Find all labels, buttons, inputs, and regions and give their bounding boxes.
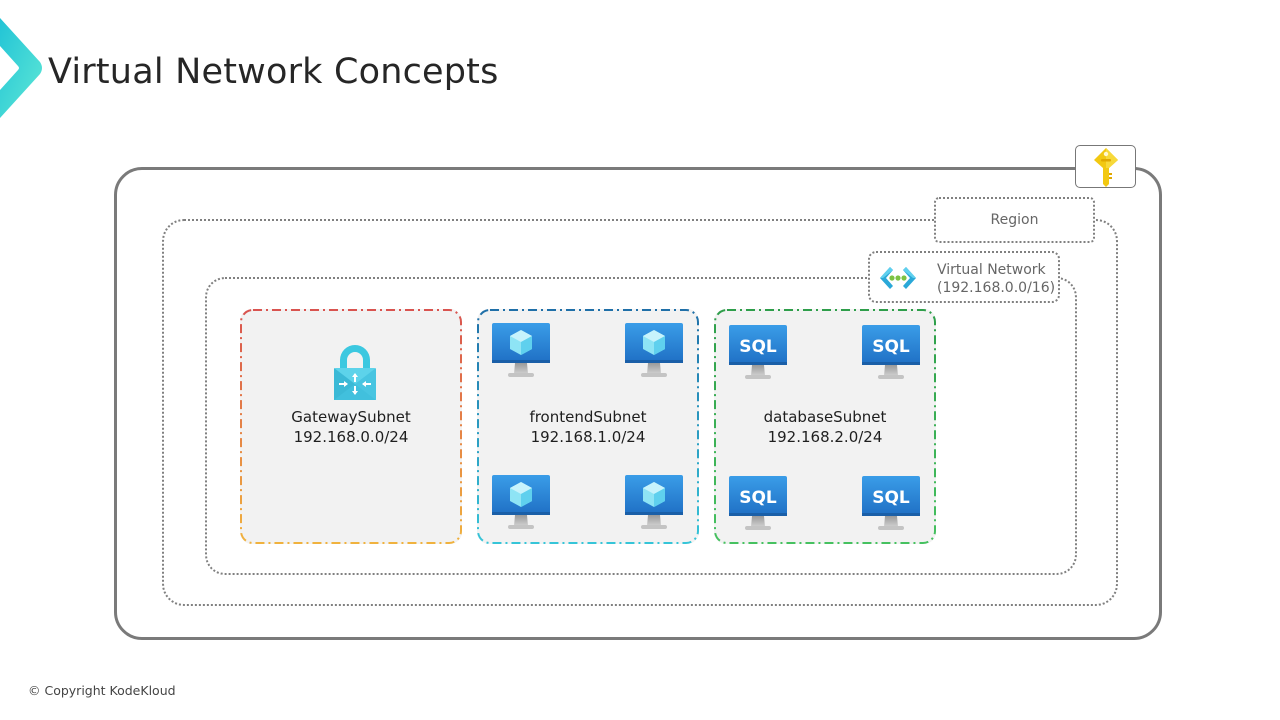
virtual-network-container <box>205 277 1077 575</box>
cube-icon <box>643 330 665 355</box>
subnet-database: SQL SQL SQL SQL databaseSubnet 192.168.2… <box>714 309 936 544</box>
subnet-border <box>477 309 699 544</box>
virtual-machine <box>624 322 684 384</box>
sql-vm-icon: SQL <box>729 476 787 530</box>
sql-label: SQL <box>872 337 910 357</box>
subnet-name: GatewaySubnet <box>291 408 411 426</box>
sql-vm-icon: SQL <box>862 325 920 379</box>
brand-chevron-logo <box>0 18 42 118</box>
virtual-network-name: Virtual Network <box>937 262 1046 278</box>
sql-server: SQL <box>861 475 921 537</box>
sql-label: SQL <box>739 337 777 357</box>
sql-label: SQL <box>872 488 910 508</box>
virtual-machine-icon <box>492 475 550 529</box>
vpn-gateway-lock-icon <box>334 345 376 400</box>
subnet-frontend: frontendSubnet 192.168.1.0/24 <box>477 309 699 544</box>
virtual-machine <box>491 322 551 384</box>
sql-vm-icon: SQL <box>862 476 920 530</box>
subnet-name: frontendSubnet <box>529 408 647 426</box>
region-container <box>162 219 1118 606</box>
copyright-text: © Copyright KodeKloud <box>28 683 176 698</box>
sql-vm-icon: SQL <box>729 325 787 379</box>
sql-server: SQL <box>728 324 788 386</box>
virtual-network-cidr: (192.168.0.0/16) <box>937 280 1056 296</box>
region-label: Region <box>934 197 1095 243</box>
virtual-network-icon <box>880 267 916 289</box>
virtual-machine-icon <box>625 323 683 377</box>
virtual-machine <box>491 474 551 536</box>
sql-label: SQL <box>739 488 777 508</box>
cube-icon <box>643 482 665 507</box>
cube-icon <box>510 482 532 507</box>
subnet-cidr: 192.168.0.0/24 <box>293 428 409 446</box>
key-icon <box>1093 147 1118 187</box>
subnet-border <box>714 309 936 544</box>
subnet-cidr: 192.168.2.0/24 <box>767 428 883 446</box>
subscription-key-badge <box>1075 145 1136 188</box>
sql-server: SQL <box>861 324 921 386</box>
subscription-container <box>114 167 1162 640</box>
sql-server: SQL <box>728 475 788 537</box>
subnet-border <box>240 309 462 544</box>
cube-icon <box>510 330 532 355</box>
virtual-machine <box>624 474 684 536</box>
virtual-machine-icon <box>625 475 683 529</box>
subnet-cidr: 192.168.1.0/24 <box>530 428 646 446</box>
page-title: Virtual Network Concepts <box>48 52 499 92</box>
virtual-machine-icon <box>492 323 550 377</box>
virtual-network-label: Virtual Network (192.168.0.0/16) <box>868 251 1060 303</box>
subnet-gateway: GatewaySubnet 192.168.0.0/24 <box>240 309 462 544</box>
subnet-name: databaseSubnet <box>763 408 887 426</box>
